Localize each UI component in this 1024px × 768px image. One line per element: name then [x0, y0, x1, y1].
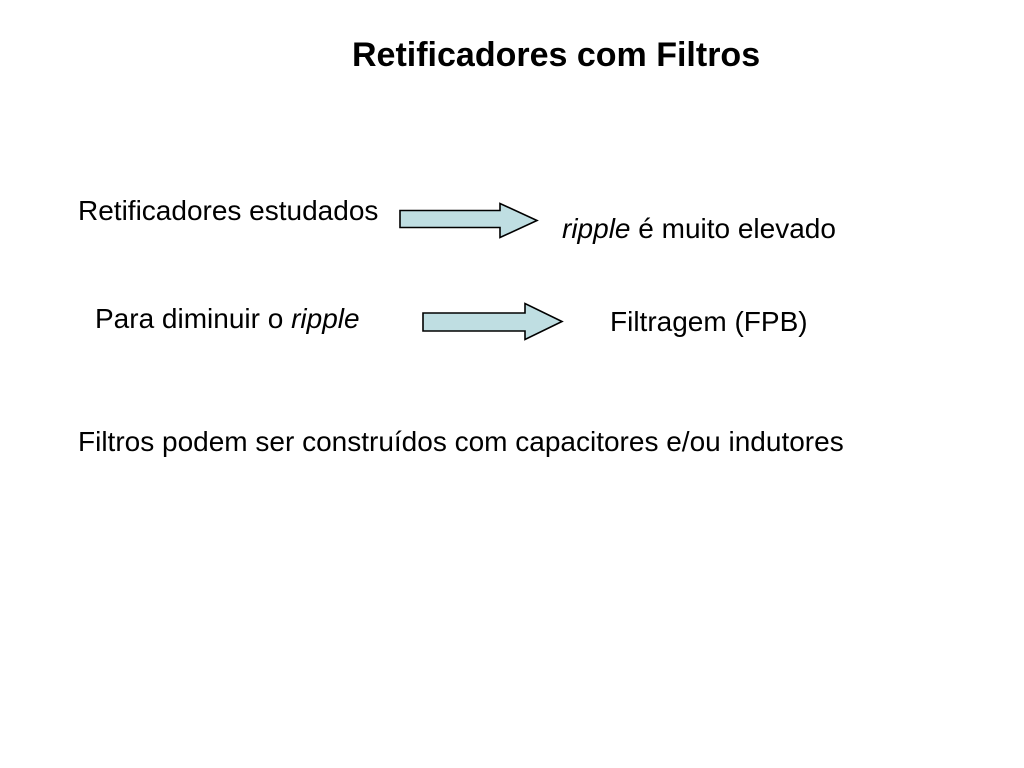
arrow-right-shape [399, 202, 539, 239]
row1-right-text: ripple é muito elevado [562, 212, 836, 246]
arrow-right-icon [399, 202, 539, 239]
slide-title: Retificadores com Filtros [352, 36, 761, 74]
row2-left-prefix: Para diminuir o [95, 303, 292, 334]
row2-right-text: Filtragem (FPB) [610, 306, 808, 337]
row1-right-rest: é muito elevado [630, 213, 836, 244]
row1-left-text: Retificadores estudados [78, 195, 379, 226]
row3-text: Filtros podem ser construídos com capaci… [78, 426, 844, 457]
row2-left-text: Para diminuir o ripple [95, 302, 360, 336]
row1-right-italic-word: ripple [562, 213, 631, 244]
arrow-right-icon [422, 302, 564, 341]
arrow-right-shape [422, 302, 564, 341]
row2-left-italic-word: ripple [291, 303, 360, 334]
